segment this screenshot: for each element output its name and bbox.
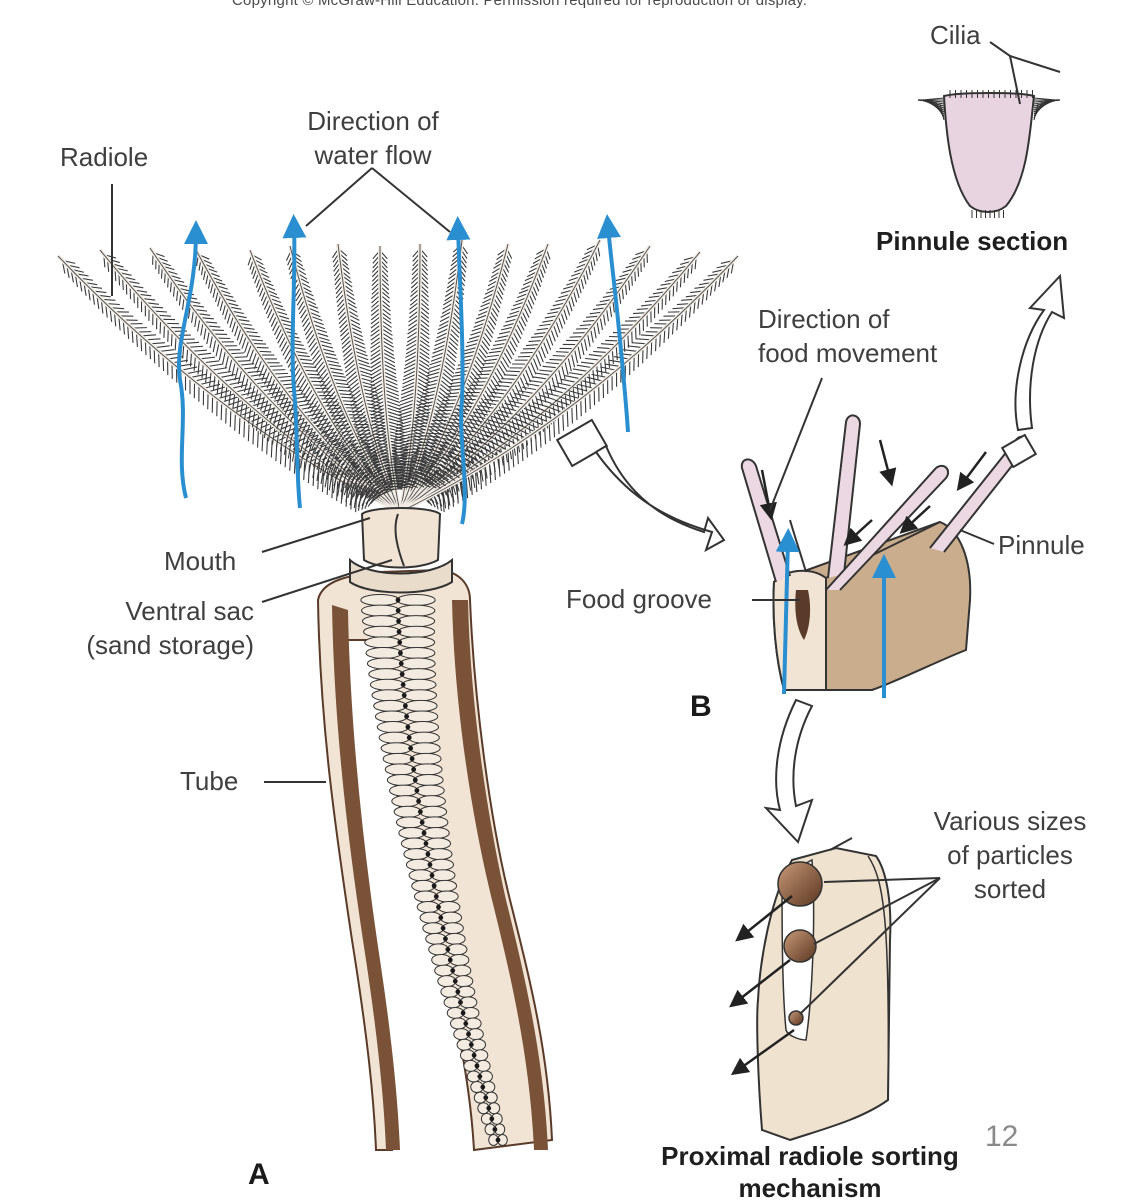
label-direction-food-line1: Direction of — [758, 302, 937, 336]
panel-label-a: A — [248, 1158, 270, 1192]
label-ventral-sac-line1: Ventral sac — [40, 594, 254, 628]
particle-medium — [784, 930, 816, 962]
page-number: 12 — [985, 1120, 1018, 1154]
label-direction-food-movement: Direction of food movement — [758, 302, 937, 370]
radiole-crown — [58, 240, 738, 512]
label-direction-water-flow-line1: Direction of — [280, 104, 466, 138]
label-cilia: Cilia — [930, 18, 981, 52]
label-various-line1: Various sizes — [912, 804, 1108, 838]
label-sorting-line1: Proximal radiole sorting — [636, 1140, 984, 1172]
panel-label-b: B — [690, 690, 712, 724]
label-tube: Tube — [180, 764, 238, 798]
label-various-sizes: Various sizes of particles sorted — [912, 804, 1108, 906]
pinnule-leader — [960, 530, 994, 544]
water-flow-leader — [306, 168, 450, 232]
copyright-notice: Copyright © McGraw-Hill Education. Permi… — [232, 0, 807, 9]
particle-large — [778, 862, 822, 906]
sorting-mechanism — [757, 838, 890, 1140]
zoom-box — [557, 420, 607, 466]
label-pinnule: Pinnule — [998, 528, 1085, 562]
label-various-line3: sorted — [912, 872, 1108, 906]
label-ventral-sac-line2: (sand storage) — [40, 628, 254, 662]
label-direction-water-flow: Direction of water flow — [280, 104, 466, 172]
mouth-leader — [262, 518, 370, 552]
label-food-groove: Food groove — [566, 582, 712, 616]
label-direction-food-line2: food movement — [758, 336, 937, 370]
worm-collar — [350, 508, 452, 593]
pinnule-section-shape — [918, 90, 1060, 218]
label-sorting-line2: mechanism — [636, 1172, 984, 1204]
label-proximal-radiole-sorting: Proximal radiole sorting mechanism — [636, 1140, 984, 1204]
label-mouth: Mouth — [164, 544, 236, 578]
label-radiole: Radiole — [60, 140, 148, 174]
label-ventral-sac: Ventral sac (sand storage) — [40, 594, 254, 662]
label-pinnule-section: Pinnule section — [876, 224, 1068, 258]
food-movement-leader — [770, 378, 822, 510]
zoom-arrow — [596, 446, 724, 550]
arrow-to-sorting — [766, 700, 812, 842]
arrow-to-pinnule-section — [1016, 276, 1064, 430]
label-direction-water-flow-line2: water flow — [280, 138, 466, 172]
label-various-line2: of particles — [912, 838, 1108, 872]
